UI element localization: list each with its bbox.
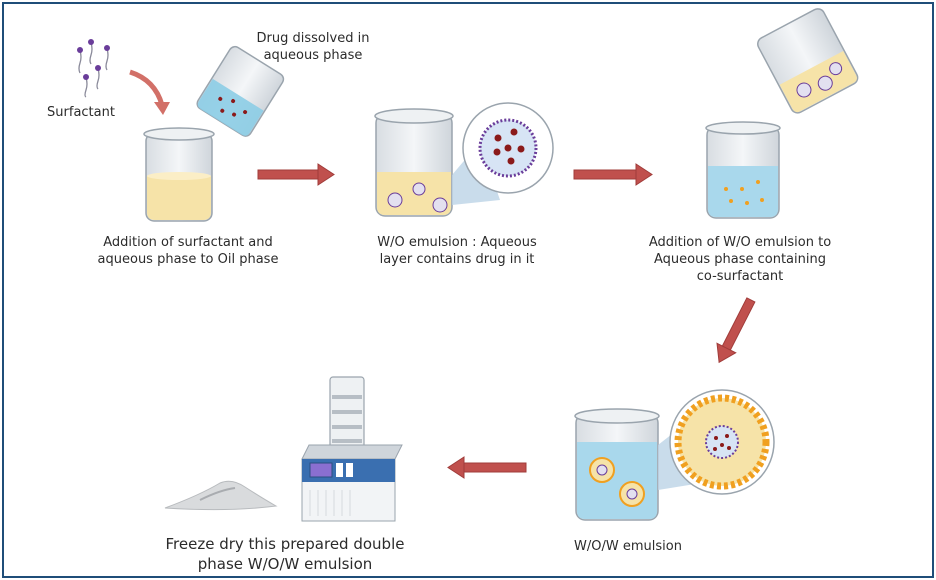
surfactant-label: Surfactant (47, 105, 115, 120)
pouring-drug-beaker-icon (196, 45, 285, 137)
oil-phase-beaker-icon (143, 127, 215, 222)
step5-line1: Freeze dry this prepared double (165, 535, 405, 553)
curved-arrow-icon (129, 69, 170, 115)
powder-pile-icon (164, 480, 278, 511)
step2-line2: layer contains drug in it (379, 252, 535, 267)
arrow-down-left-icon (716, 297, 756, 364)
step2-caption: W/O emulsion : Aqueous layer contains dr… (362, 234, 552, 268)
arrow-left-icon (447, 456, 527, 479)
step1-line2: aqueous phase to Oil phase (97, 252, 279, 267)
step1-caption: Addition of surfactant and aqueous phase… (88, 234, 288, 268)
arrow-right-2-icon (573, 163, 653, 186)
drug-dissolved-label: Drug dissolved in aqueous phase (248, 30, 378, 64)
step4-caption: W/O/W emulsion (574, 539, 682, 554)
freeze-dryer-icon (301, 376, 403, 522)
drug-dissolved-line2: aqueous phase (263, 48, 363, 63)
step5-caption: Freeze dry this prepared double phase W/… (150, 534, 420, 574)
step3-line1: Addition of W/O emulsion to (648, 235, 832, 250)
aqueous-cosurfactant-beaker-icon (705, 121, 781, 219)
pouring-w-o-beaker-icon (757, 8, 859, 114)
drug-dissolved-line1: Drug dissolved in (256, 31, 370, 46)
step2-line1: W/O emulsion : Aqueous (377, 235, 537, 250)
w-o-emulsion-beaker-icon (374, 102, 554, 217)
w-o-w-emulsion-beaker-icon (574, 389, 775, 521)
step3-line2: Aqueous phase containing (654, 252, 826, 267)
step3-line3: co-surfactant (696, 269, 784, 284)
step5-line2: phase W/O/W emulsion (197, 555, 373, 573)
step3-caption: Addition of W/O emulsion to Aqueous phas… (640, 234, 840, 285)
arrow-right-1-icon (257, 163, 335, 186)
surfactant-molecules-icon (77, 39, 110, 98)
step1-line1: Addition of surfactant and (103, 235, 273, 250)
